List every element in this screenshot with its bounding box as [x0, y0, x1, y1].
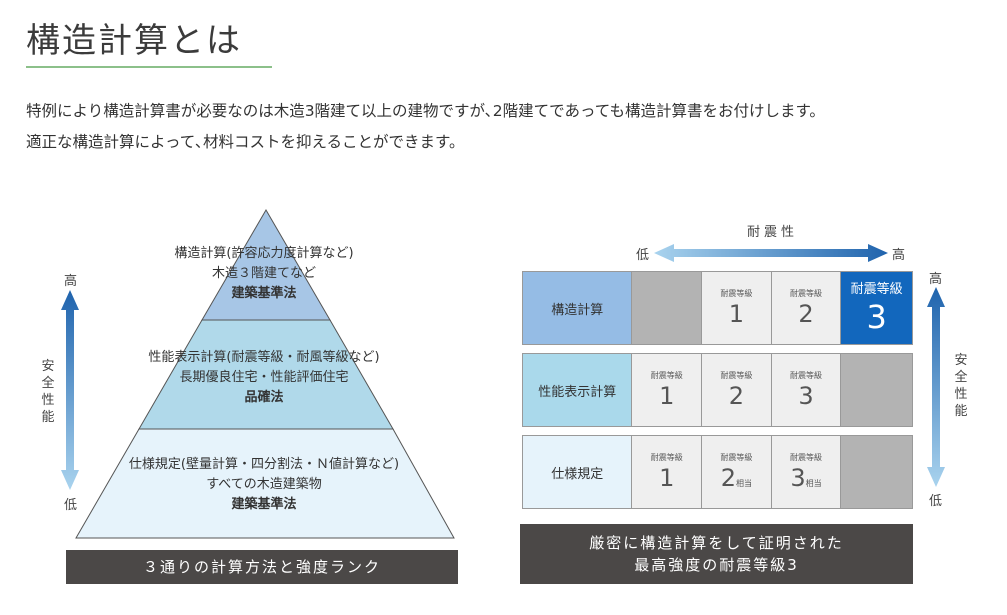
left-axis-label: 安全性能 [41, 359, 55, 425]
left-axis-high: 高 [64, 274, 78, 289]
grade-cell-empty [841, 354, 912, 426]
grade-cell-number: 2 [798, 300, 814, 328]
title-underline [26, 66, 272, 68]
matrix-caption-line-1: 厳密に構造計算をして証明された [589, 534, 844, 552]
tier-top-line1: 構造計算(許容応力度計算など) [174, 246, 354, 261]
top-axis-arrow-icon [654, 244, 888, 262]
grade-cell-number: 1 [728, 300, 745, 328]
left-axis-low: 低 [64, 498, 78, 513]
matrix-row-specification: 仕様規定 耐震等級 1 耐震等級 2相当 耐震等級 3相当 [522, 435, 913, 509]
grade-cell-suffix: 相当 [805, 479, 822, 488]
tier-middle-law: 品確法 [116, 388, 412, 408]
matrix-caption-line-2: 最高強度の耐震等級3 [634, 556, 799, 574]
tier-top-law-text: 建築基準法 [231, 286, 297, 301]
right-axis-high: 高 [929, 272, 943, 287]
tier-middle-law-text: 品確法 [244, 390, 284, 405]
tier-middle-line2: 長期優良住宅・性能評価住宅 [179, 370, 349, 385]
grade-cell-caption: 耐震等級 [720, 289, 753, 298]
grade-cell-value: 2相当 [721, 464, 752, 492]
top-axis-low: 低 [636, 248, 650, 263]
tier-top-law: 建築基準法 [136, 284, 392, 304]
grade-cell: 耐震等級 1 [632, 436, 703, 508]
grade-cell: 耐震等級 3 [771, 354, 842, 426]
grade-cell-highlight: 耐震等級 3 [841, 272, 912, 344]
tier-bottom-line1: 仕様規定(壁量計算・四分割法・Ｎ値計算など) [128, 457, 400, 472]
grade-cell: 耐震等級 1 [702, 272, 772, 344]
pyramid-diagram [75, 209, 455, 539]
grade-cell-caption: 耐震等級 [720, 371, 753, 380]
pyramid-caption: ３通りの計算方法と強度ランク [66, 550, 458, 584]
grade-cell-empty [841, 436, 912, 508]
grade-cell-number: 1 [659, 464, 675, 492]
grade-cell: 耐震等級 2 [771, 272, 842, 344]
top-axis-high: 高 [892, 248, 906, 263]
grade-cell-number: 3 [866, 298, 887, 336]
grade-cell-caption: 耐震等級 [790, 289, 823, 298]
matrix-caption: 厳密に構造計算をして証明された 最高強度の耐震等級3 [520, 524, 913, 584]
row-label-performance: 性能表示計算 [523, 354, 633, 426]
tier-bottom-law: 建築基準法 [96, 495, 432, 515]
matrix-row-structural: 構造計算 耐震等級 1 耐震等級 2 耐震等級 3 [522, 271, 913, 345]
row-label-specification: 仕様規定 [523, 436, 633, 508]
grade-cell: 耐震等級 2 [702, 354, 772, 426]
intro-line-2: 適正な構造計算によって､材料コストを抑えることができます。 [26, 133, 465, 151]
grade-cell-value: 3相当 [790, 464, 821, 492]
grade-cell: 耐震等級 1 [632, 354, 703, 426]
right-axis-arrow-icon [927, 287, 945, 487]
grade-cell: 耐震等級 2相当 [702, 436, 772, 508]
grade-cell-number: 1 [659, 382, 675, 410]
grade-cell: 耐震等級 3相当 [771, 436, 842, 508]
pyramid-tier-bottom [75, 428, 455, 539]
grade-cell-number: 3 [790, 464, 806, 492]
top-axis-label: 耐震性 [747, 225, 799, 240]
grade-cell-suffix: 相当 [736, 479, 753, 488]
pyramid-tier-top-text: 構造計算(許容応力度計算など) 木造３階建てなど 建築基準法 [136, 244, 392, 304]
pyramid-tier-bottom-text: 仕様規定(壁量計算・四分割法・Ｎ値計算など) すべての木造建築物 建築基準法 [96, 455, 432, 515]
right-axis-low: 低 [929, 494, 943, 509]
right-axis-label: 安全性能 [954, 353, 968, 419]
grade-cell-caption: 耐震等級 [850, 282, 903, 297]
page-title: 構造計算とは [26, 21, 242, 61]
pyramid-tier-middle-text: 性能表示計算(耐震等級・耐風等級など) 長期優良住宅・性能評価住宅 品確法 [116, 348, 412, 408]
grade-cell-number: 3 [798, 382, 814, 410]
grade-cell-caption: 耐震等級 [650, 453, 683, 462]
grade-cell-caption: 耐震等級 [790, 371, 823, 380]
grade-cell-number: 2 [728, 382, 745, 410]
grade-cell-caption: 耐震等級 [790, 453, 823, 462]
grade-cell-caption: 耐震等級 [650, 371, 683, 380]
grade-cell-caption: 耐震等級 [720, 453, 753, 462]
row-label-structural: 構造計算 [523, 272, 633, 344]
tier-bottom-law-text: 建築基準法 [231, 497, 297, 512]
grade-cell-empty [632, 272, 703, 344]
tier-middle-line1: 性能表示計算(耐震等級・耐風等級など) [148, 350, 380, 365]
tier-top-line2: 木造３階建てなど [211, 266, 316, 281]
grade-cell-number: 2 [720, 464, 737, 492]
matrix-row-performance: 性能表示計算 耐震等級 1 耐震等級 2 耐震等級 3 [522, 353, 913, 427]
intro-line-1: 特例により構造計算書が必要なのは木造3階建て以上の建物ですが､2階建てであっても… [26, 102, 825, 120]
tier-bottom-line2: すべての木造建築物 [206, 477, 322, 492]
intro-text: 特例により構造計算書が必要なのは木造3階建て以上の建物ですが､2階建てであっても… [26, 96, 986, 158]
left-axis-arrow-icon [61, 290, 79, 490]
